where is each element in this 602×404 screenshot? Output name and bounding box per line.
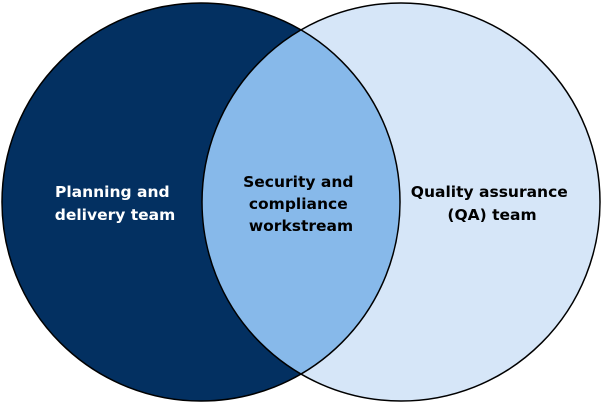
- overlap-label-line-1: Security and: [243, 173, 353, 191]
- qa-label-line-2: (QA) team: [447, 206, 536, 224]
- security-compliance-overlap: [202, 3, 400, 401]
- planning-delivery-label: Planning and delivery team: [55, 183, 176, 224]
- planning-label-line-1: Planning and: [55, 183, 170, 201]
- qa-outline: [201, 2, 601, 402]
- planning-outline: [1, 2, 401, 402]
- overlap-label-line-3: workstream: [249, 217, 353, 235]
- qa-label-line-1: Quality assurance: [411, 183, 568, 201]
- overlap-label-line-2: compliance: [249, 195, 348, 213]
- security-compliance-label: Security and compliance workstream: [243, 173, 359, 235]
- planning-label-line-2: delivery team: [55, 206, 176, 224]
- qa-team-label: Quality assurance (QA) team: [411, 183, 573, 224]
